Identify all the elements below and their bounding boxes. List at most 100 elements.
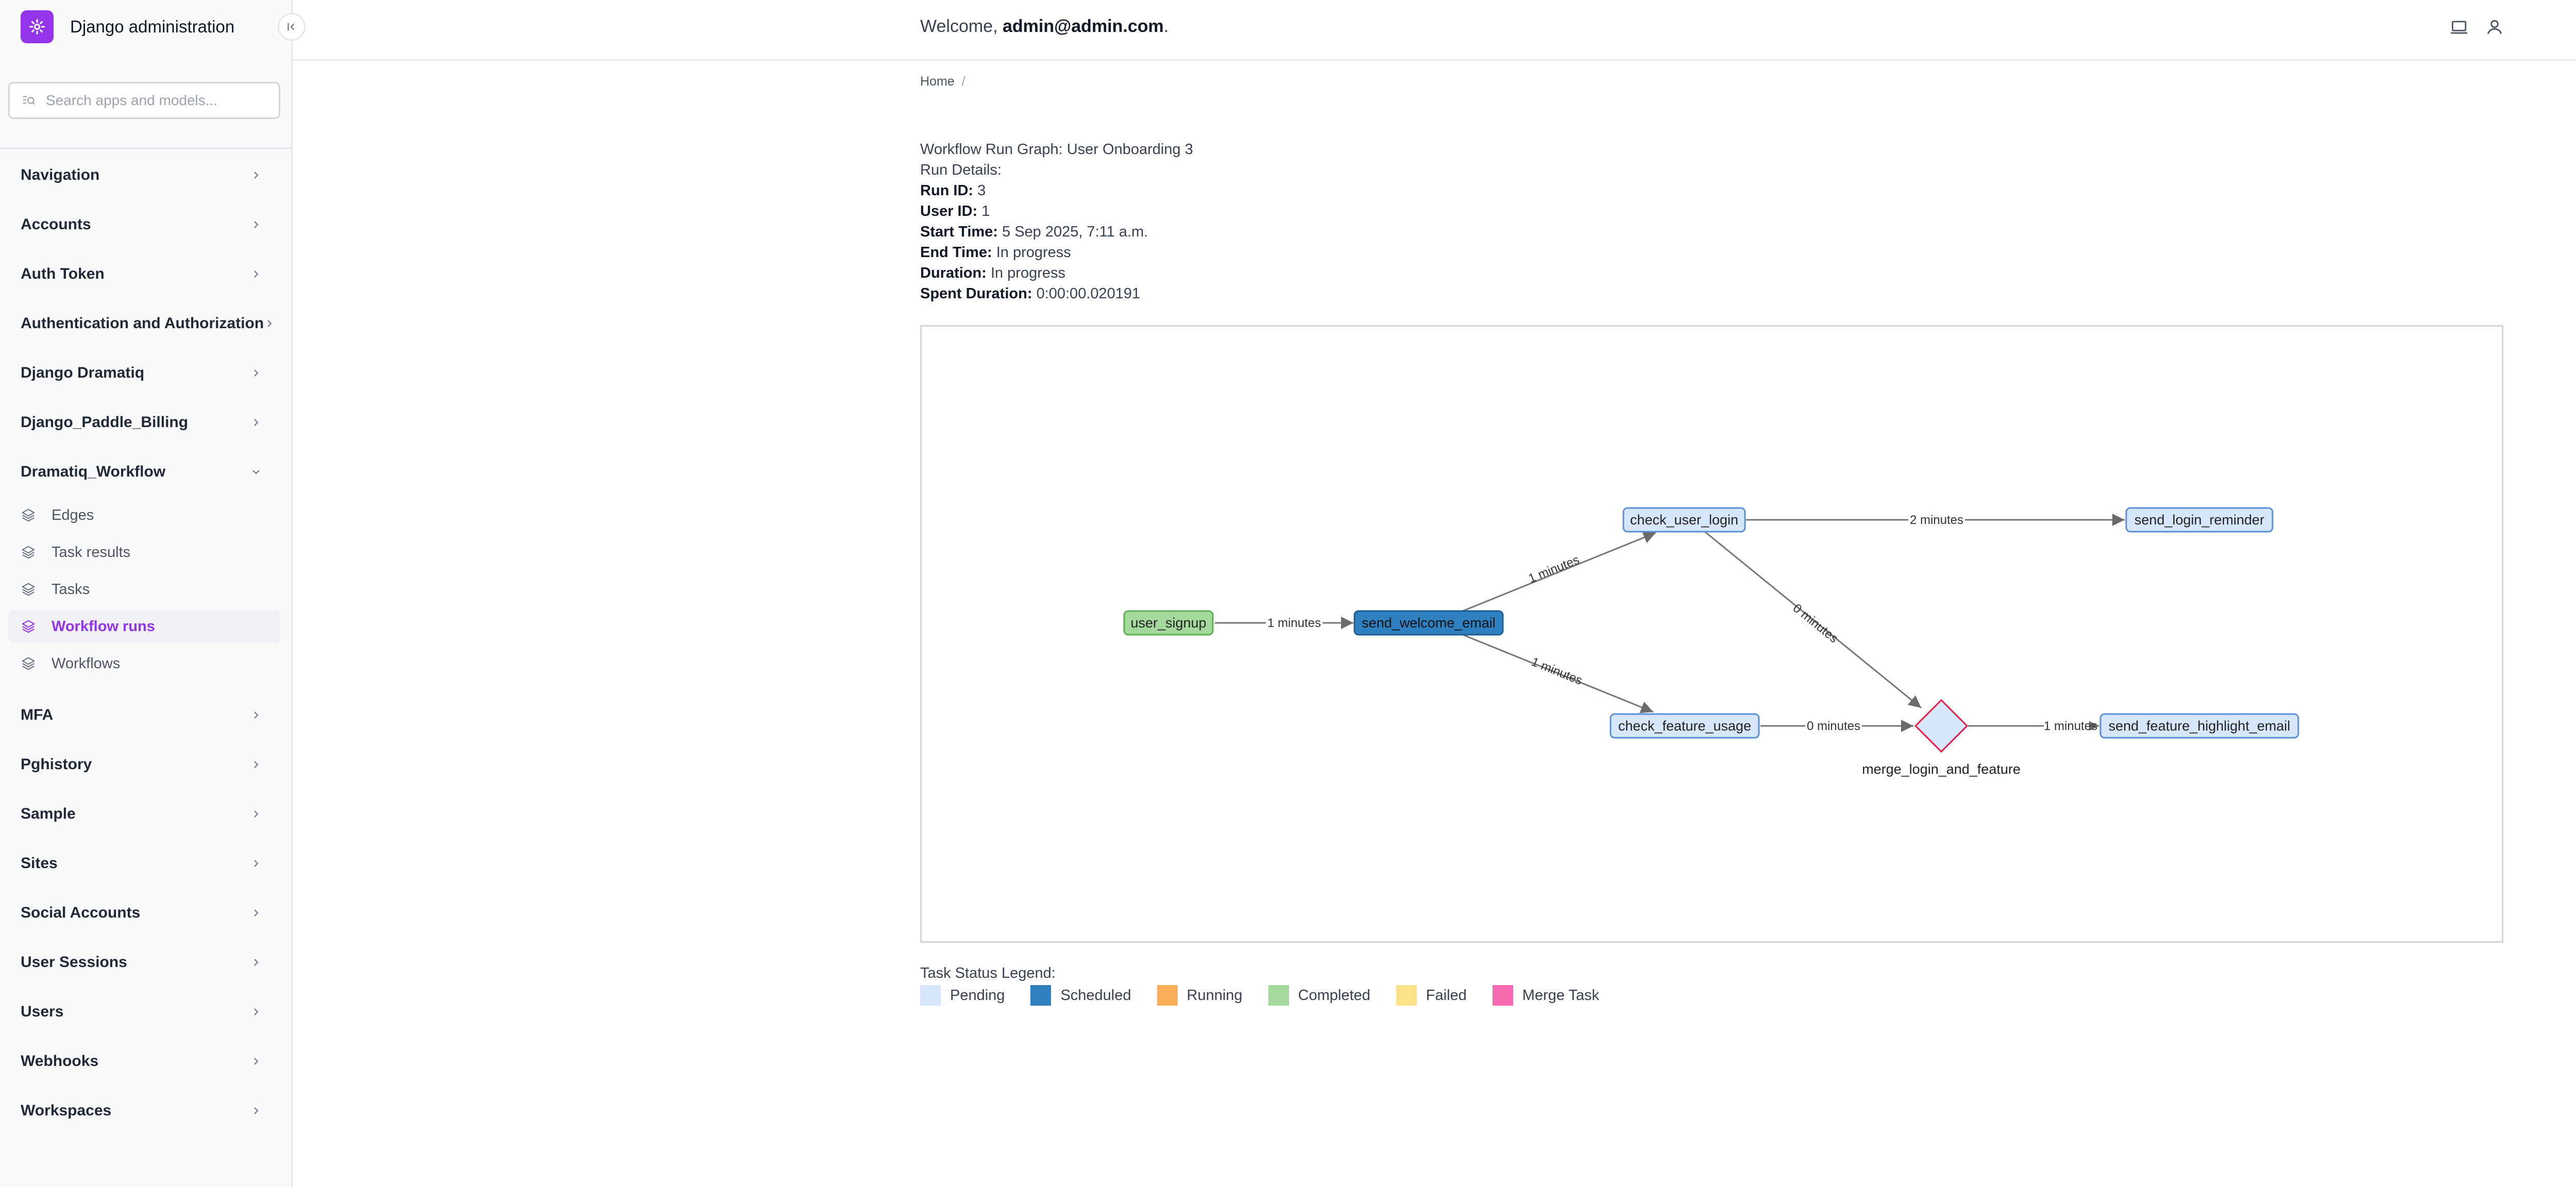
sidebar-group-webhooks[interactable]: Webhooks — [0, 1044, 291, 1078]
edge-label: 2 minutes — [1910, 513, 1963, 527]
node-check-user-login[interactable]: check_user_login — [1622, 507, 1746, 533]
node-merge-login-and-feature[interactable]: merge_login_and_feature — [1862, 699, 2021, 777]
node-label: send_feature_highlight_email — [2109, 718, 2291, 734]
node-user-signup[interactable]: user_signup — [1123, 610, 1214, 636]
layers-icon — [22, 508, 35, 522]
sidebar-group-label: Sample — [21, 805, 76, 822]
edge-send-welcome-email-to-check-feature-usage: 1 minutes — [1460, 633, 1654, 714]
field-label: End Time: — [920, 244, 992, 261]
app-title: Django administration — [70, 17, 235, 36]
edge-send-welcome-email-to-check-user-login: 1 minutes — [1460, 531, 1656, 613]
sidebar-item-edges[interactable]: Edges — [8, 499, 280, 532]
field-label: Start Time: — [920, 224, 998, 240]
node-send-welcome-email[interactable]: send_welcome_email — [1353, 610, 1504, 636]
sidebar-group-navigation[interactable]: Navigation — [0, 158, 291, 192]
field-start-time: Start Time: 5 Sep 2025, 7:11 a.m. — [920, 222, 1193, 242]
sidebar-group-mfa[interactable]: MFA — [0, 698, 291, 732]
sidebar-group-authentication-and-authorization[interactable]: Authentication and Authorization — [0, 307, 291, 341]
node-send-feature-highlight-email[interactable]: send_feature_highlight_email — [2099, 713, 2299, 739]
legend-label: Completed — [1298, 987, 1370, 1004]
edge-label: 0 minutes — [1790, 601, 1841, 646]
sidebar-group-django-dramatiq[interactable]: Django Dramatiq — [0, 356, 291, 390]
node-label: check_feature_usage — [1618, 718, 1751, 734]
node-send-login-reminder[interactable]: send_login_reminder — [2125, 507, 2274, 533]
legend-label: Merge Task — [1522, 987, 1600, 1004]
field-value: 1 — [981, 203, 990, 219]
divider — [0, 147, 291, 149]
user-icon[interactable] — [2485, 18, 2504, 37]
legend-item-failed: Failed — [1396, 985, 1467, 1006]
legend-label: Running — [1187, 987, 1243, 1004]
sidebar-group-user-sessions[interactable]: User Sessions — [0, 945, 291, 979]
sidebar-group-sample[interactable]: Sample — [0, 797, 291, 831]
field-label: Duration: — [920, 265, 987, 281]
sidebar-group-workspaces[interactable]: Workspaces — [0, 1094, 291, 1128]
chevron-right-icon — [267, 320, 272, 327]
edge-merge-to-send-feature-highlight-email: 1 minutes — [1968, 719, 2099, 733]
field-value: 0:00:00.020191 — [1036, 285, 1141, 302]
legend-item-scheduled: Scheduled — [1030, 985, 1131, 1006]
sidebar-group-label: Navigation — [21, 166, 100, 183]
chevron-right-icon — [254, 172, 259, 179]
sidebar-group-social-accounts[interactable]: Social Accounts — [0, 896, 291, 930]
layers-icon — [22, 657, 35, 670]
collapse-sidebar-button[interactable] — [278, 13, 306, 41]
sidebar-group-pghistory[interactable]: Pghistory — [0, 748, 291, 782]
welcome-suffix: . — [1163, 16, 1169, 36]
chevron-right-icon — [254, 1058, 259, 1065]
sidebar-item-label: Tasks — [52, 581, 90, 598]
sidebar-item-task-results[interactable]: Task results — [8, 536, 280, 569]
sidebar-group-sites[interactable]: Sites — [0, 846, 291, 880]
sidebar-group-label: Auth Token — [21, 265, 105, 282]
chevron-right-icon — [254, 270, 259, 278]
sidebar-group-label: Authentication and Authorization — [21, 315, 264, 332]
field-label: User ID: — [920, 203, 978, 219]
field-value: In progress — [990, 265, 1066, 281]
sidebar-group-label: Social Accounts — [21, 904, 141, 921]
sidebar-group-label: Webhooks — [21, 1053, 99, 1070]
workflow-graph: 1 minutes 1 minutes 1 minutes 2 minutes … — [920, 325, 2503, 943]
sidebar-item-label: Task results — [52, 544, 131, 561]
field-spent-duration: Spent Duration: 0:00:00.020191 — [920, 283, 1193, 304]
collapse-left-icon — [287, 23, 295, 31]
monitor-icon[interactable] — [2449, 18, 2469, 37]
edge-check-feature-usage-to-merge: 0 minutes — [1760, 719, 1913, 733]
field-user-id: User ID: 1 — [920, 201, 1193, 222]
sidebar-group-users[interactable]: Users — [0, 995, 291, 1029]
sidebar-item-label: Workflow runs — [52, 618, 155, 635]
sidebar-group-dramatiq-workflow[interactable]: Dramatiq_Workflow — [0, 455, 291, 489]
legend-swatch — [1157, 985, 1178, 1006]
chevron-right-icon — [254, 860, 259, 867]
sidebar-group-label: User Sessions — [21, 954, 127, 971]
chevron-right-icon — [254, 909, 259, 917]
sidebar-group-auth-token[interactable]: Auth Token — [0, 257, 291, 291]
layers-icon — [22, 546, 35, 559]
welcome-message: Welcome, admin@admin.com. — [920, 16, 1168, 37]
search-input[interactable]: Search apps and models... — [46, 92, 218, 108]
field-value: 3 — [977, 182, 986, 199]
field-label: Run ID: — [920, 182, 974, 199]
workflow-graph-svg: 1 minutes 1 minutes 1 minutes 2 minutes … — [1123, 507, 2299, 777]
breadcrumb-home-link[interactable]: Home — [920, 74, 955, 89]
breadcrumb: Home/ — [920, 74, 965, 89]
sidebar-group-accounts[interactable]: Accounts — [0, 208, 291, 242]
legend-label: Failed — [1426, 987, 1467, 1004]
search-box[interactable]: Search apps and models... — [8, 82, 280, 119]
sidebar-item-tasks[interactable]: Tasks — [8, 573, 280, 606]
chevron-right-icon — [254, 419, 259, 426]
status-legend: Pending Scheduled Running Completed Fail… — [920, 985, 1625, 1006]
edge-label: 0 minutes — [1807, 719, 1860, 733]
sidebar-item-workflow-runs[interactable]: Workflow runs — [8, 610, 280, 643]
sidebar-item-workflows[interactable]: Workflows — [8, 647, 280, 680]
legend-item-completed: Completed — [1268, 985, 1370, 1006]
node-label: check_user_login — [1630, 512, 1738, 528]
chevron-right-icon — [254, 761, 259, 768]
current-user: admin@admin.com — [1002, 16, 1164, 36]
brand[interactable]: Django administration — [21, 10, 234, 43]
node-check-feature-usage[interactable]: check_feature_usage — [1609, 713, 1760, 739]
field-end-time: End Time: In progress — [920, 242, 1193, 263]
sidebar-group-django-paddle-billing[interactable]: Django_Paddle_Billing — [0, 405, 291, 439]
edge-label: 1 minutes — [1530, 655, 1585, 688]
welcome-prefix: Welcome, — [920, 16, 1003, 36]
run-details-heading: Run Details: — [920, 162, 1002, 178]
